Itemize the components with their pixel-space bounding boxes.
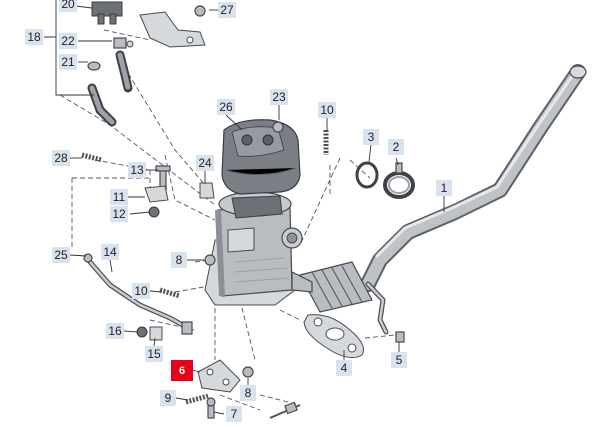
svg-text:10: 10 xyxy=(320,103,334,117)
label-1: 1 xyxy=(436,180,452,196)
leader-lines xyxy=(44,0,445,415)
label-24: 24 xyxy=(196,155,214,171)
svg-text:26: 26 xyxy=(219,100,233,114)
label-20: 20 xyxy=(59,0,77,12)
label-25: 25 xyxy=(52,247,70,263)
label-3: 3 xyxy=(363,129,379,145)
svg-text:7: 7 xyxy=(231,407,238,421)
particulate-filter xyxy=(204,191,313,306)
flange-gasket xyxy=(303,314,364,359)
svg-text:22: 22 xyxy=(61,34,75,48)
label-2: 2 xyxy=(388,139,404,155)
svg-text:23: 23 xyxy=(272,90,286,104)
label-23: 23 xyxy=(270,89,288,105)
svg-text:9: 9 xyxy=(165,391,172,405)
svg-text:2: 2 xyxy=(393,140,400,154)
svg-text:15: 15 xyxy=(147,347,161,361)
label-28: 28 xyxy=(52,150,70,166)
svg-text:4: 4 xyxy=(341,361,348,375)
small-fasteners xyxy=(81,121,415,419)
label-12: 12 xyxy=(110,206,128,222)
svg-text:12: 12 xyxy=(112,207,126,221)
svg-text:8: 8 xyxy=(245,386,252,400)
support-bracket xyxy=(197,359,241,393)
flex-pipe xyxy=(299,261,373,313)
svg-text:6: 6 xyxy=(179,365,185,377)
svg-text:20: 20 xyxy=(61,0,75,11)
label-26: 26 xyxy=(217,99,235,115)
exhaust-pipe xyxy=(360,64,587,335)
label-5: 5 xyxy=(391,352,407,368)
label-11: 11 xyxy=(110,189,128,205)
temperature-sensor xyxy=(269,401,301,419)
label-21: 21 xyxy=(59,54,77,70)
svg-text:8: 8 xyxy=(176,253,183,267)
label-10-top: 10 xyxy=(318,102,336,118)
svg-text:18: 18 xyxy=(27,30,41,44)
label-22: 22 xyxy=(59,33,77,49)
label-6-highlighted: 6 xyxy=(171,360,193,381)
label-9: 9 xyxy=(160,390,176,406)
svg-text:13: 13 xyxy=(130,163,144,177)
mounting-bracket-top xyxy=(91,1,206,48)
assembly-guide-lines xyxy=(59,29,396,411)
svg-text:5: 5 xyxy=(396,353,403,367)
svg-text:10: 10 xyxy=(134,284,148,298)
label-16: 16 xyxy=(106,323,124,339)
label-27: 27 xyxy=(218,2,236,18)
label-13: 13 xyxy=(128,162,146,178)
svg-text:25: 25 xyxy=(54,248,68,262)
label-15: 15 xyxy=(145,346,163,362)
svg-text:28: 28 xyxy=(54,151,68,165)
label-10-mid: 10 xyxy=(132,283,150,299)
label-8-mid: 8 xyxy=(171,252,187,268)
svg-text:11: 11 xyxy=(113,190,126,204)
label-14: 14 xyxy=(101,244,119,260)
label-18: 18 xyxy=(25,29,43,45)
label-7: 7 xyxy=(226,406,242,422)
svg-text:16: 16 xyxy=(108,324,122,338)
label-4: 4 xyxy=(336,360,352,376)
label-8-bottom: 8 xyxy=(240,385,256,401)
svg-text:1: 1 xyxy=(441,181,448,195)
svg-text:27: 27 xyxy=(220,3,234,17)
svg-text:14: 14 xyxy=(103,245,117,259)
part-labels: 20 27 18 22 21 26 23 10 3 2 28 13 24 1 1… xyxy=(25,0,452,422)
vacuum-hoses xyxy=(87,37,134,127)
svg-text:21: 21 xyxy=(61,55,75,69)
svg-text:24: 24 xyxy=(198,156,212,170)
heat-shield xyxy=(221,119,301,195)
svg-text:3: 3 xyxy=(368,130,375,144)
